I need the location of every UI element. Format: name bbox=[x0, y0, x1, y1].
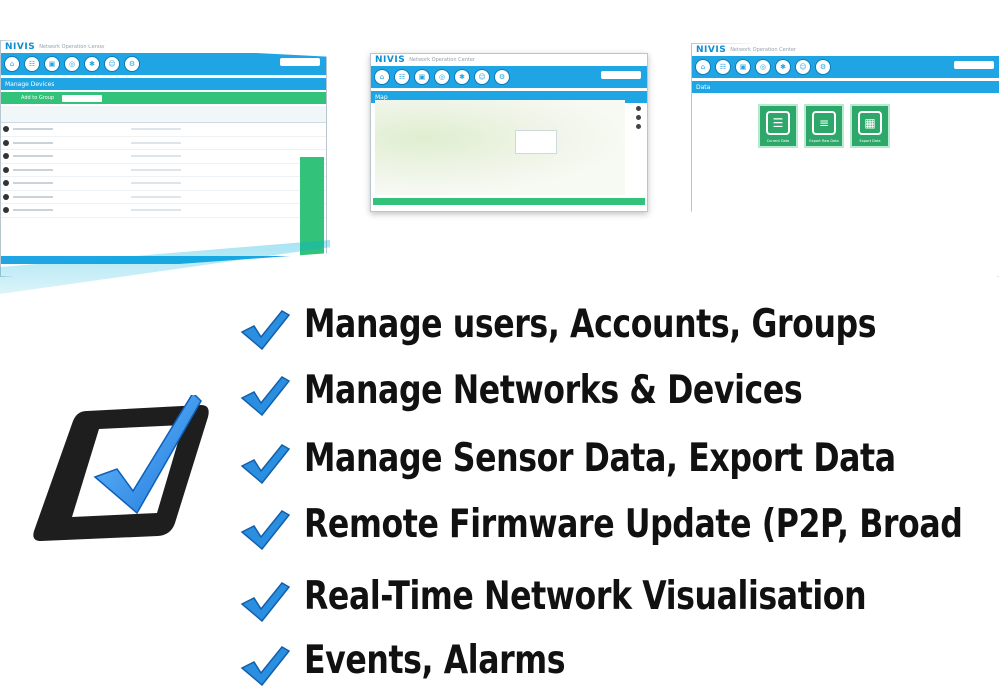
brand-header: NIVIS Network Operation Center bbox=[692, 44, 999, 56]
section-title: Manage Devices bbox=[1, 78, 326, 90]
feature-label: Manage Sensor Data, Export Data bbox=[304, 436, 896, 481]
nav-devices-icon: ▣ bbox=[414, 69, 430, 85]
feature-label: Manage users, Accounts, Groups bbox=[304, 302, 877, 347]
tile-current-data: ☰ Current Data bbox=[758, 104, 798, 148]
checkmark-icon bbox=[240, 510, 290, 550]
row-actions-column bbox=[300, 157, 324, 269]
layers-icon: ≡ bbox=[812, 111, 836, 135]
checkmark-icon bbox=[240, 582, 290, 622]
nav-settings-icon: ⚙ bbox=[494, 69, 510, 85]
screenshot-map: NIVIS Network Operation Center ⌂ ☷ ▣ ◎ ✱… bbox=[370, 53, 648, 212]
checkbox-logo-icon bbox=[33, 395, 209, 541]
spreadsheet-icon: ▦ bbox=[858, 111, 882, 135]
table-row bbox=[1, 191, 326, 204]
search-box bbox=[280, 58, 320, 66]
nav-devices-icon: ▣ bbox=[44, 56, 60, 72]
checkmark-icon bbox=[240, 646, 290, 686]
nav-map-icon: ◎ bbox=[755, 59, 771, 75]
nav-home-icon: ⌂ bbox=[695, 59, 711, 75]
brand-name: NIVIS bbox=[375, 55, 406, 65]
nav-bar: ⌂ ☷ ▣ ◎ ✱ ☺ ⚙ bbox=[1, 53, 326, 75]
table-row bbox=[1, 137, 326, 150]
database-icon: ☰ bbox=[766, 111, 790, 135]
nav-network-icon: ☷ bbox=[24, 56, 40, 72]
brand-subtitle: Network Operation Center bbox=[409, 57, 475, 63]
map-legend-bar bbox=[373, 198, 645, 205]
nav-account-icon: ☺ bbox=[474, 69, 490, 85]
section-title: Data bbox=[692, 81, 999, 93]
tile-label: Export Data bbox=[859, 139, 881, 143]
tile-label: Export Raw Data bbox=[809, 139, 839, 143]
nav-tools-icon: ✱ bbox=[454, 69, 470, 85]
tile-export-raw-data: ≡ Export Raw Data bbox=[804, 104, 844, 148]
group-select bbox=[62, 94, 103, 102]
search-box bbox=[601, 71, 641, 79]
group-toolbar: Add to Group bbox=[1, 92, 326, 104]
table-row bbox=[1, 177, 326, 191]
network-map bbox=[375, 100, 625, 195]
brand-subtitle: Network Operation Center bbox=[39, 44, 105, 50]
group-label: Add to Group bbox=[21, 95, 55, 101]
feature-label: Events, Alarms bbox=[304, 638, 566, 683]
brand-subtitle: Network Operation Center bbox=[730, 47, 796, 53]
brand-header: NIVIS Network Operation Center bbox=[371, 54, 647, 66]
search-box bbox=[954, 61, 994, 69]
tile-label: Current Data bbox=[766, 139, 790, 143]
brand-name: NIVIS bbox=[696, 45, 727, 55]
map-controls bbox=[636, 102, 644, 192]
nav-settings-icon: ⚙ bbox=[124, 56, 140, 72]
screenshot-manage-devices: NIVIS Network Operation Center ⌂ ☷ ▣ ◎ ✱… bbox=[0, 40, 327, 277]
nav-map-icon: ◎ bbox=[64, 56, 80, 72]
brand-name: NIVIS bbox=[5, 42, 36, 52]
nav-bar: ⌂ ☷ ▣ ◎ ✱ ☺ ⚙ bbox=[371, 66, 647, 88]
nav-settings-icon: ⚙ bbox=[815, 59, 831, 75]
checkmark-icon bbox=[240, 310, 290, 350]
table-row bbox=[1, 204, 326, 218]
brand-header: NIVIS Network Operation Center bbox=[1, 41, 326, 53]
nav-bar: ⌂ ☷ ▣ ◎ ✱ ☺ ⚙ bbox=[692, 56, 999, 78]
nav-network-icon: ☷ bbox=[394, 69, 410, 85]
pagination-bar bbox=[1, 256, 301, 264]
nav-devices-icon: ▣ bbox=[735, 59, 751, 75]
checkmark-icon bbox=[240, 376, 290, 416]
table-row bbox=[1, 123, 326, 137]
nav-home-icon: ⌂ bbox=[374, 69, 390, 85]
map-popup bbox=[515, 130, 557, 154]
tile-export-data: ▦ Export Data bbox=[850, 104, 890, 148]
nav-tools-icon: ✱ bbox=[84, 56, 100, 72]
screenshot-data: NIVIS Network Operation Center ⌂ ☷ ▣ ◎ ✱… bbox=[691, 43, 999, 277]
table-row bbox=[1, 164, 326, 177]
nav-account-icon: ☺ bbox=[104, 56, 120, 72]
feature-label: Manage Networks & Devices bbox=[304, 368, 803, 413]
checkmark-icon bbox=[240, 444, 290, 484]
nav-tools-icon: ✱ bbox=[775, 59, 791, 75]
feature-label: Real-Time Network Visualisation bbox=[304, 574, 867, 619]
table-row bbox=[1, 150, 326, 164]
nav-map-icon: ◎ bbox=[434, 69, 450, 85]
nav-network-icon: ☷ bbox=[715, 59, 731, 75]
data-tiles: ☰ Current Data ≡ Export Raw Data ▦ Expor… bbox=[758, 104, 890, 148]
nav-home-icon: ⌂ bbox=[4, 56, 20, 72]
table-header bbox=[1, 106, 326, 123]
nav-account-icon: ☺ bbox=[795, 59, 811, 75]
feature-label: Remote Firmware Update (P2P, Broad bbox=[304, 502, 963, 547]
